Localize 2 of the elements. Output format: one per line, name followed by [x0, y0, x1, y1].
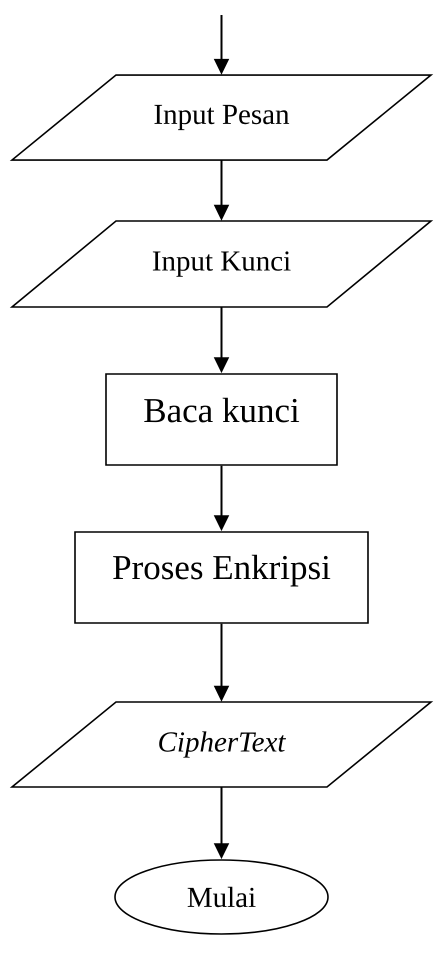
- process-box: Proses Enkripsi: [74, 531, 369, 624]
- process-box: Baca kunci: [105, 373, 338, 466]
